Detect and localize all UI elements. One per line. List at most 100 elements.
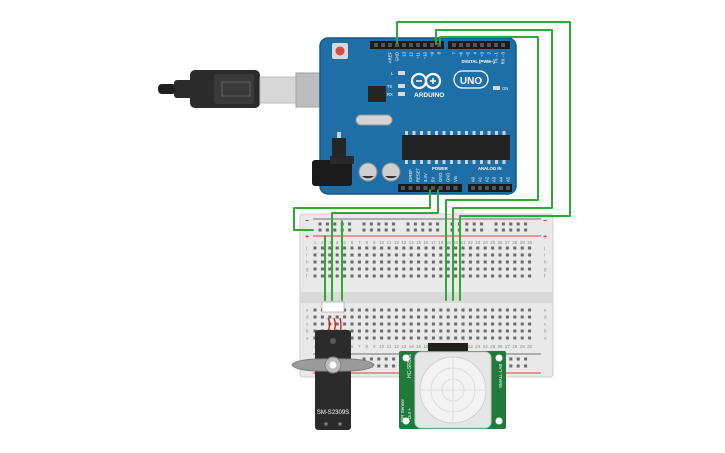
breadboard-hole [498,267,502,271]
mcu-pin [457,131,461,135]
breadboard-hole [343,308,347,312]
rail-hole [509,364,513,368]
breadboard-hole [528,308,532,312]
breadboard-hole [461,336,465,340]
header-hole [388,43,392,47]
breadboard-hole [313,274,317,278]
mcu-pin [450,131,453,135]
column-number: 8 [366,344,369,349]
breadboard-hole [483,267,487,271]
mcu-pin [442,131,446,135]
breadboard-hole [498,246,502,250]
breadboard-hole [365,267,369,271]
breadboard-hole [320,246,324,250]
breadboard-center-channel [300,292,553,303]
atmega-chip [402,135,510,160]
breadboard-hole [491,253,495,257]
mcu-pin [412,160,416,164]
header-hole [466,43,470,47]
breadboard-hole [372,315,376,319]
breadboard-hole [431,274,435,278]
breadboard-hole [431,246,435,250]
breadboard-hole [365,315,369,319]
breadboard-hole [424,315,428,319]
breadboard-hole [320,260,324,264]
breadboard-hole [409,246,413,250]
rail-minus-symbol-right: − [543,218,547,225]
breadboard-hole [431,329,435,333]
breadboard-hole [439,322,443,326]
rail-hole [377,222,381,226]
breadboard-hole [343,274,347,278]
column-number: 23 [475,240,481,245]
digital-pin-label: 4 [473,51,478,54]
column-number: 9 [373,344,376,349]
breadboard-hole [365,329,369,333]
rail-hole [369,357,373,361]
breadboard-hole [313,322,317,326]
breadboard-hole [387,315,391,319]
breadboard-hole [409,308,413,312]
breadboard-hole [446,329,450,333]
rail-hole [369,222,373,226]
breadboard-hole [505,315,509,319]
breadboard-hole [461,253,465,257]
mcu-pin [465,160,468,164]
breadboard-hole [357,329,361,333]
column-number: 26 [497,240,503,245]
rail-hole [377,364,381,368]
breadboard-hole [528,260,532,264]
breadboard-hole [417,315,421,319]
breadboard-hole [335,246,339,250]
row-letter: f [544,274,546,279]
breadboard-hole [446,246,450,250]
breadboard-hole [528,274,532,278]
breadboard-hole [387,336,391,340]
digital-header-low [448,41,510,49]
breadboard-hole [424,308,428,312]
breadboard-hole [483,336,487,340]
breadboard-hole [461,246,465,250]
rail-hole [516,364,520,368]
rail-hole [392,357,396,361]
column-number: 10 [379,344,385,349]
row-letter: j [543,246,545,251]
header-hole [437,43,441,47]
breadboard-hole [476,329,480,333]
breadboard-hole [513,267,517,271]
analog-pin-label: A0 [471,176,476,182]
breadboard-hole [476,253,480,257]
breadboard-hole [520,274,524,278]
rail-hole [318,228,322,232]
column-number: 24 [483,240,489,245]
breadboard-hole [520,253,524,257]
breadboard-hole [424,274,428,278]
breadboard-hole [498,329,502,333]
rail-hole [392,364,396,368]
power-pin-label: 3.3V [423,173,428,182]
breadboard-hole [409,253,413,257]
breadboard-hole [439,253,443,257]
breadboard-hole [513,315,517,319]
breadboard-hole [520,267,524,271]
column-number: 13 [401,240,407,245]
breadboard-hole [402,315,406,319]
mcu-pin [427,131,431,135]
breadboard-hole [513,274,517,278]
analog-pin-label: A1 [478,176,483,182]
breadboard-hole [468,329,472,333]
column-number: 23 [475,344,481,349]
column-number: 16 [423,240,429,245]
rail-hole [472,228,476,232]
breadboard-hole [357,308,361,312]
power-jack [312,160,352,186]
breadboard-hole [380,246,384,250]
breadboard-hole [483,253,487,257]
breadboard-hole [461,315,465,319]
column-number: 22 [468,240,474,245]
breadboard-hole [409,322,413,326]
breadboard-hole [417,253,421,257]
row-letter: a [306,336,309,341]
column-number: 26 [497,344,503,349]
breadboard-hole [483,308,487,312]
